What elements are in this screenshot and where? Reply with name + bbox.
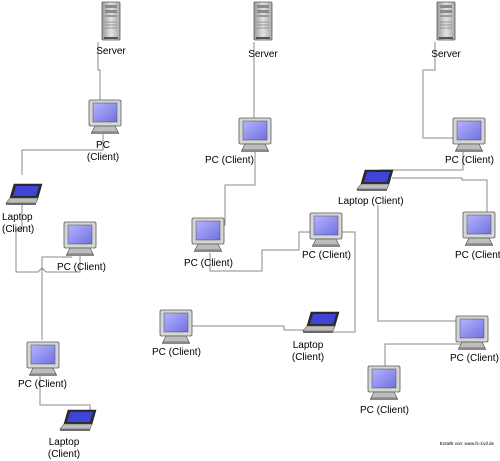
pc-label: PC (Client) xyxy=(445,155,494,166)
pc-node-10[interactable]: PC (Client) xyxy=(450,315,499,364)
cable-laptop3-pc7 xyxy=(178,325,308,331)
laptop-label-line2: (Client) xyxy=(2,224,34,235)
pc-label: PC (Client) xyxy=(184,258,233,269)
pc-label: PC (Client) xyxy=(152,347,201,358)
cable-pc5-pc6 xyxy=(209,231,322,272)
pc-label: PC (Client) xyxy=(57,262,106,273)
laptop-label-line1: Laptop xyxy=(2,212,33,223)
pc-node-8[interactable]: PC (Client) xyxy=(445,117,494,166)
server-node-1[interactable]: Server xyxy=(96,1,126,57)
laptop-label-line2: (Client) xyxy=(48,449,80,460)
pc-label: PC (Client) xyxy=(450,353,499,364)
pc-label-line2: (Client) xyxy=(87,152,119,163)
server-icon xyxy=(253,1,273,41)
server-icon xyxy=(101,1,121,41)
pc-label: PC (Client) xyxy=(455,250,500,261)
pc-node-6[interactable]: PC (Client) xyxy=(302,212,351,261)
pc-monitor-icon xyxy=(462,211,496,247)
cable-pc6-laptop3 xyxy=(322,231,356,333)
cable-pc1-laptop1 xyxy=(21,128,104,175)
laptop-node-4[interactable]: Laptop (Client) xyxy=(338,169,404,207)
server-node-3[interactable]: Server xyxy=(431,1,461,60)
cable-server1-pc1 xyxy=(97,42,101,108)
server-label: Server xyxy=(96,46,126,57)
pc-label: PC (Client) xyxy=(205,155,254,166)
pc-monitor-icon xyxy=(452,117,486,153)
pc-label: PC (Client) xyxy=(302,250,351,261)
pc-monitor-icon xyxy=(63,221,97,257)
pc-node-4[interactable]: PC (Client) xyxy=(205,117,272,166)
laptop-icon xyxy=(356,169,394,192)
laptop-node-3[interactable]: Laptop (Client) xyxy=(292,311,340,363)
laptop-icon xyxy=(302,311,340,334)
server-icon xyxy=(436,1,456,41)
laptop-label: Laptop (Client) xyxy=(338,196,404,207)
laptop-node-1[interactable]: Laptop (Client) xyxy=(2,183,43,235)
cable-laptop4-pc10 xyxy=(377,205,468,330)
pc-monitor-icon xyxy=(191,217,225,253)
pc-monitor-icon xyxy=(309,212,343,248)
pc-label: PC (Client) xyxy=(360,405,409,416)
pc-label: PC (Client) xyxy=(18,379,67,390)
pc-node-7[interactable]: PC (Client) xyxy=(152,309,201,358)
server-label: Server xyxy=(431,49,461,60)
pc-monitor-icon xyxy=(26,341,60,377)
pc-monitor-icon xyxy=(367,365,401,401)
pc-label-line1: PC xyxy=(96,140,110,151)
server-label: Server xyxy=(248,49,278,60)
laptop-label-line2: (Client) xyxy=(292,352,324,363)
pc-node-1[interactable]: PC (Client) xyxy=(87,99,122,163)
cable-pc2-pc3 xyxy=(41,256,72,340)
pc-monitor-icon xyxy=(238,117,272,153)
laptop-node-2[interactable]: Laptop (Client) xyxy=(48,409,97,460)
credit-text: Erstellt von: www.fs-zivil.de xyxy=(440,441,495,446)
laptop-icon xyxy=(59,409,97,432)
pc-node-5[interactable]: PC (Client) xyxy=(184,217,233,269)
pc-node-2[interactable]: PC (Client) xyxy=(57,221,106,273)
server-node-2[interactable]: Server xyxy=(248,1,278,60)
pc-node-9[interactable]: PC (Client) xyxy=(455,211,500,261)
pc-monitor-icon xyxy=(455,315,489,351)
pc-monitor-icon xyxy=(88,99,122,135)
laptop-label-line1: Laptop xyxy=(49,437,80,448)
laptop-icon xyxy=(5,183,43,206)
pc-node-11[interactable]: PC (Client) xyxy=(360,365,409,416)
cable-server3-pc8 xyxy=(422,42,463,139)
pc-node-3[interactable]: PC (Client) xyxy=(18,341,67,390)
cable-laptop1-pc2 xyxy=(15,200,81,273)
laptop-label-line1: Laptop xyxy=(293,340,324,351)
pc-monitor-icon xyxy=(159,309,193,345)
